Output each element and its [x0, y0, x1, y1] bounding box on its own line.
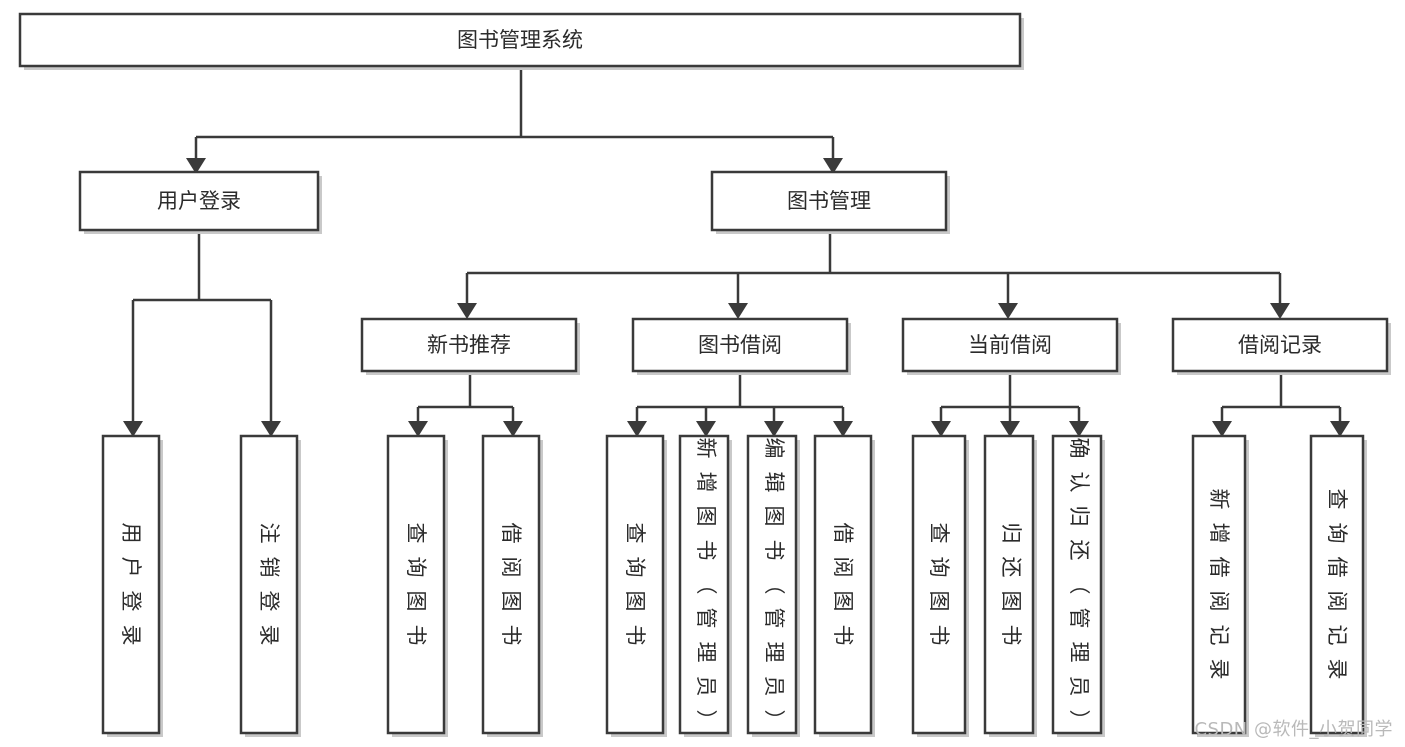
leaf-edit-book[interactable]: 编辑图书（管理员）: [746, 434, 800, 737]
node-book-borrow[interactable]: 图书借阅: [631, 317, 851, 375]
node-current-borrow[interactable]: 当前借阅: [901, 317, 1121, 375]
connector-bookmgmt-to-level3: [457, 234, 1290, 319]
leaf-confirm-return-label: 确认归还（管理员）: [1067, 438, 1091, 731]
leaf-logout-login-label: 注销登录: [257, 523, 281, 646]
node-root-label: 图书管理系统: [457, 28, 583, 52]
leaf-query-book-1-label: 查询图书: [404, 523, 428, 646]
leaf-logout-login[interactable]: 注销登录: [239, 434, 301, 737]
node-borrow-record-label: 借阅记录: [1238, 333, 1322, 357]
connector-newbook-to-leaves: [408, 374, 523, 437]
leaf-query-book-3-label: 查询图书: [927, 523, 951, 646]
leaf-return-book[interactable]: 归还图书: [983, 434, 1037, 737]
leaf-user-login[interactable]: 用户登录: [101, 434, 163, 737]
connector-root-to-level2: [186, 68, 843, 174]
node-root[interactable]: 图书管理系统: [18, 12, 1024, 70]
node-new-book-recommend-label: 新书推荐: [427, 333, 511, 357]
connector-layer: [123, 68, 1350, 437]
node-new-book-recommend[interactable]: 新书推荐: [360, 317, 580, 375]
leaf-return-book-label: 归还图书: [999, 523, 1023, 646]
node-book-management-label: 图书管理: [787, 189, 871, 213]
leaf-query-book-1[interactable]: 查询图书: [386, 434, 448, 737]
leaf-borrow-book-2-label: 借阅图书: [831, 523, 855, 646]
leaf-add-record[interactable]: 新增借阅记录: [1191, 434, 1249, 737]
node-user-login[interactable]: 用户登录: [78, 170, 322, 234]
leaf-edit-book-label: 编辑图书（管理员）: [762, 438, 786, 731]
node-book-management[interactable]: 图书管理: [710, 170, 950, 234]
leaf-borrow-book-1[interactable]: 借阅图书: [481, 434, 543, 737]
leaf-query-book-2-label: 查询图书: [623, 523, 647, 646]
connector-borrowrecord-to-leaves: [1212, 374, 1350, 437]
leaf-add-record-label: 新增借阅记录: [1207, 489, 1231, 680]
leaf-borrow-book-2[interactable]: 借阅图书: [813, 434, 875, 737]
leaf-add-book[interactable]: 新增图书（管理员）: [678, 434, 732, 737]
connector-userlogin-to-leaves: [123, 234, 281, 437]
node-book-borrow-label: 图书借阅: [698, 333, 782, 357]
leaf-user-login-label: 用户登录: [119, 523, 143, 646]
node-user-login-label: 用户登录: [157, 189, 241, 213]
leaf-borrow-book-1-label: 借阅图书: [499, 523, 523, 646]
leaf-query-record-label: 查询借阅记录: [1325, 489, 1349, 680]
leaf-add-book-label: 新增图书（管理员）: [694, 438, 718, 731]
node-current-borrow-label: 当前借阅: [968, 333, 1052, 357]
node-borrow-record[interactable]: 借阅记录: [1171, 317, 1391, 375]
leaf-query-book-3[interactable]: 查询图书: [911, 434, 969, 737]
leaf-confirm-return[interactable]: 确认归还（管理员）: [1051, 434, 1105, 737]
connector-currentborrow-to-leaves: [931, 374, 1089, 437]
leaf-query-record[interactable]: 查询借阅记录: [1309, 434, 1367, 737]
connector-bookborrow-to-leaves: [627, 374, 853, 437]
leaf-query-book-2[interactable]: 查询图书: [605, 434, 667, 737]
